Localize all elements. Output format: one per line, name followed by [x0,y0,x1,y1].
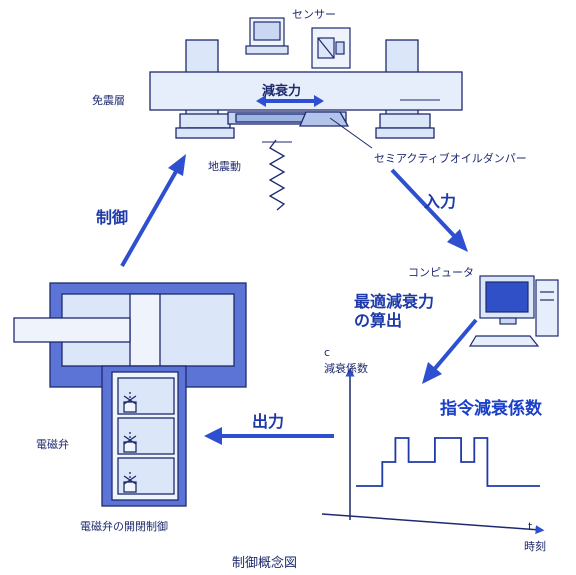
control-arrow [120,167,180,267]
damper-cylinder [235,113,307,123]
right-base [375,127,435,139]
piston [129,293,161,367]
command-arrow [430,318,478,374]
optimal-force-line1: 最適減衰力 [354,292,435,311]
label-valve-open-close-control: 電磁弁の開閉制御 [80,520,168,533]
flow-arrows [120,154,478,445]
label-output: 出力 [252,412,285,431]
label-isolation-layer: 免震層 [92,94,125,107]
damping-coefficient-chart [321,367,545,535]
label-sensor: センサー [292,8,336,21]
label-input: 入力 [424,192,457,211]
label-optimal-damping-force: 最適減衰力の算出 [354,292,434,330]
chart-x-label: 時刻 [524,540,546,553]
building-structure [149,39,463,139]
left-base [175,127,235,139]
label-computer: コンピュータ [408,266,474,279]
piston-rod [13,317,131,343]
oil-damper-cylinder [13,282,247,507]
label-semi-active-damper: セミアクティブオイルダンパー [374,152,527,165]
label-solenoid-valve: 電磁弁 [36,438,69,451]
sensor-units [245,17,351,69]
label-control: 制御 [96,208,129,227]
label-command-coefficient: 指令減衰係数 [440,399,542,419]
right-pad [379,113,431,129]
damping-step-series [356,437,540,487]
figure-caption: 制御概念図 [232,556,298,571]
damper-mount [299,111,350,127]
label-damping-force: 減衰力 [262,84,302,99]
left-pad [179,113,231,129]
chart-x-symbol: t [528,520,533,533]
isolation-slab [149,71,463,111]
input-arrow [390,168,460,242]
computer-icon [468,275,559,347]
earthquake-motion-zigzag [268,139,286,211]
chart-y-symbol: c [324,346,331,359]
chart-y-label: 減衰係数 [324,362,368,375]
chart-x-axis [321,513,545,535]
label-earthquake: 地震動 [208,160,241,173]
optimal-force-line2: の算出 [354,311,403,330]
damper-leader-line [329,117,373,149]
